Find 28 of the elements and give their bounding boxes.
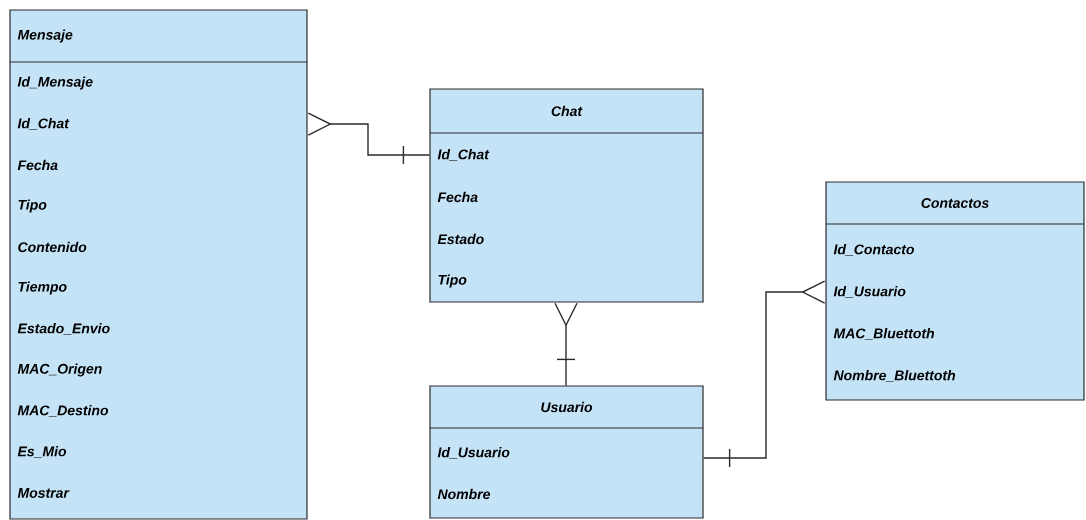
field-name: Contenido xyxy=(18,241,87,253)
relationship-line xyxy=(307,112,431,165)
field-name: MAC_Bluettoth xyxy=(833,328,935,340)
field-name: Estado xyxy=(437,233,484,245)
field-name: Fecha xyxy=(437,191,478,203)
field-name: Tipo xyxy=(438,274,467,288)
field-name: Es_Mio xyxy=(17,446,67,458)
table-title: Usuario xyxy=(541,401,593,413)
field-name: Id_Mensaje xyxy=(17,76,93,90)
field-name: Id_Usuario xyxy=(833,286,906,298)
field-name: Id_Usuario xyxy=(437,447,510,459)
field-name: Id_Contacto xyxy=(833,244,914,256)
field-name: Tipo xyxy=(18,199,47,213)
table-title: Contactos xyxy=(921,198,989,208)
field-name: Id_Chat xyxy=(17,118,70,130)
table-title: Mensaje xyxy=(17,29,73,43)
field-name: Mostrar xyxy=(17,488,70,498)
table-title: Chat xyxy=(551,105,583,117)
field-name: Id_Chat xyxy=(437,149,490,161)
field-name: Nombre_Bluettoth xyxy=(833,370,956,382)
relationship-line xyxy=(554,302,578,387)
field-name: MAC_Destino xyxy=(17,405,109,417)
field-name: MAC_Origen xyxy=(17,363,102,377)
field-name: Estado_Envio xyxy=(17,323,110,335)
field-name: Nombre xyxy=(437,488,491,500)
field-name: Fecha xyxy=(17,159,58,171)
field-name: Tiempo xyxy=(18,281,67,295)
relationship-line xyxy=(702,280,826,468)
